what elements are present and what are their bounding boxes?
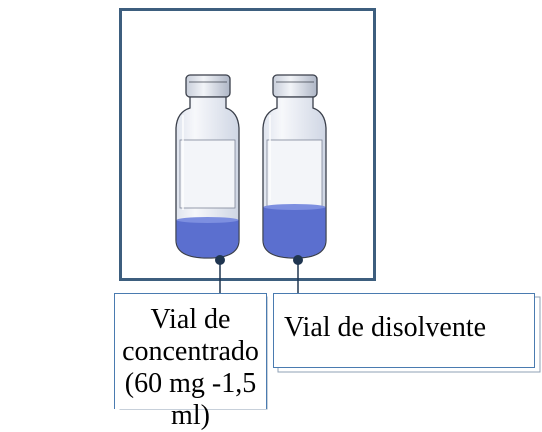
illustration-frame bbox=[119, 8, 376, 281]
diluent-vial bbox=[262, 74, 327, 259]
vials-illustration bbox=[119, 74, 541, 410]
concentrate-vial bbox=[175, 74, 240, 259]
concentrate-liquid bbox=[176, 220, 239, 258]
diluent-label: Vial de disolvente bbox=[284, 312, 487, 343]
diluent-liquid bbox=[263, 207, 326, 258]
diluent-label-box: Vial de disolvente bbox=[273, 293, 535, 368]
concentrate-label-box: Vial de concentrado (60 mg -1,5 ml) bbox=[114, 293, 267, 431]
concentrate-label: Vial de concentrado (60 mg -1,5 ml) bbox=[122, 304, 259, 431]
